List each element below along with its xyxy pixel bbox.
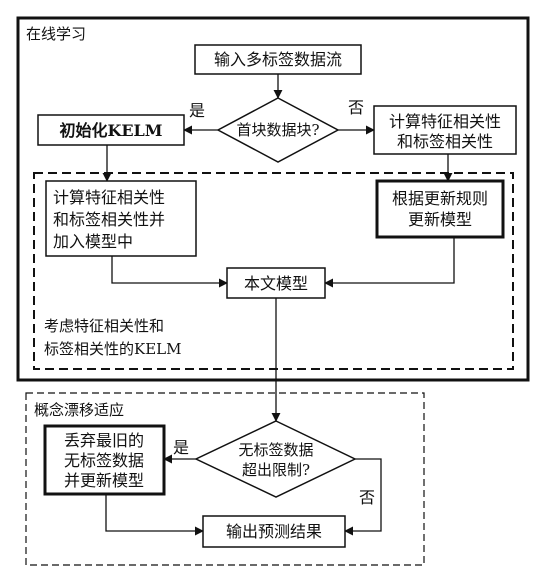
node-init-kelm-text: 初始化KELM — [59, 121, 162, 140]
node-this-model-text: 本文模型 — [244, 274, 308, 293]
node-output-result-text: 输出预测结果 — [226, 522, 322, 541]
node-output-result: 输出预测结果 — [202, 515, 346, 548]
node-discard-update: 丢弃最旧的 无标签数据 并更新模型 — [43, 424, 166, 496]
label-no-first: 否 — [348, 98, 364, 117]
node-compute-add-line3: 加入模型中 — [53, 232, 133, 251]
label-no-limit: 否 — [359, 488, 375, 507]
node-compute-add-line2: 和标签相关性并 — [53, 210, 165, 229]
node-first-block-decision-text: 首块数据块? — [236, 121, 319, 139]
edge-update-to-model — [324, 237, 455, 288]
node-first-block-decision: 首块数据块? — [216, 97, 340, 163]
node-compute-correlation-line2: 和标签相关性 — [397, 132, 493, 151]
region-concept-drift-label: 概念漂移适应 — [34, 401, 124, 419]
region-correlation-kelm-label-line1: 考虑特征相关性和 — [44, 317, 164, 335]
node-update-by-rules-line1: 根据更新规则 — [392, 189, 488, 208]
node-unlabeled-limit-line1: 无标签数据 — [238, 441, 313, 459]
node-compute-add-to-model: 计算特征相关性 和标签相关性并 加入模型中 — [45, 180, 197, 257]
node-unlabeled-limit-line2: 超出限制? — [242, 461, 310, 479]
region-online-learning — [16, 16, 530, 382]
connectors — [102, 74, 455, 536]
region-correlation-kelm — [33, 172, 514, 370]
node-discard-line2: 无标签数据 — [64, 451, 144, 470]
node-discard-line1: 丢弃最旧的 — [64, 431, 144, 450]
node-discard-line3: 并更新模型 — [64, 471, 144, 490]
node-input-stream: 输入多标签数据流 — [194, 44, 362, 75]
edge-compute-add-to-model — [111, 256, 228, 288]
edge-limit-no-to-output — [344, 458, 382, 536]
region-correlation-kelm-label-line2: 标签相关性的KELM — [44, 340, 181, 358]
node-compute-add-line1: 计算特征相关性 — [53, 188, 165, 207]
region-concept-drift — [25, 392, 425, 566]
node-update-by-rules-line2: 更新模型 — [408, 210, 472, 229]
node-update-by-rules: 根据更新规则 更新模型 — [375, 179, 505, 239]
node-unlabeled-limit-decision: 无标签数据 超出限制? — [194, 420, 357, 498]
node-compute-correlation-line1: 计算特征相关性 — [389, 112, 501, 131]
region-online-learning-label: 在线学习 — [26, 25, 86, 43]
node-compute-correlation: 计算特征相关性 和标签相关性 — [373, 105, 517, 155]
label-yes-limit: 是 — [173, 438, 189, 457]
edge-discard-to-output — [105, 494, 204, 536]
node-init-kelm: 初始化KELM — [37, 114, 185, 146]
node-this-model: 本文模型 — [226, 267, 326, 299]
label-yes-first: 是 — [189, 101, 205, 120]
node-input-stream-text: 输入多标签数据流 — [214, 50, 342, 69]
